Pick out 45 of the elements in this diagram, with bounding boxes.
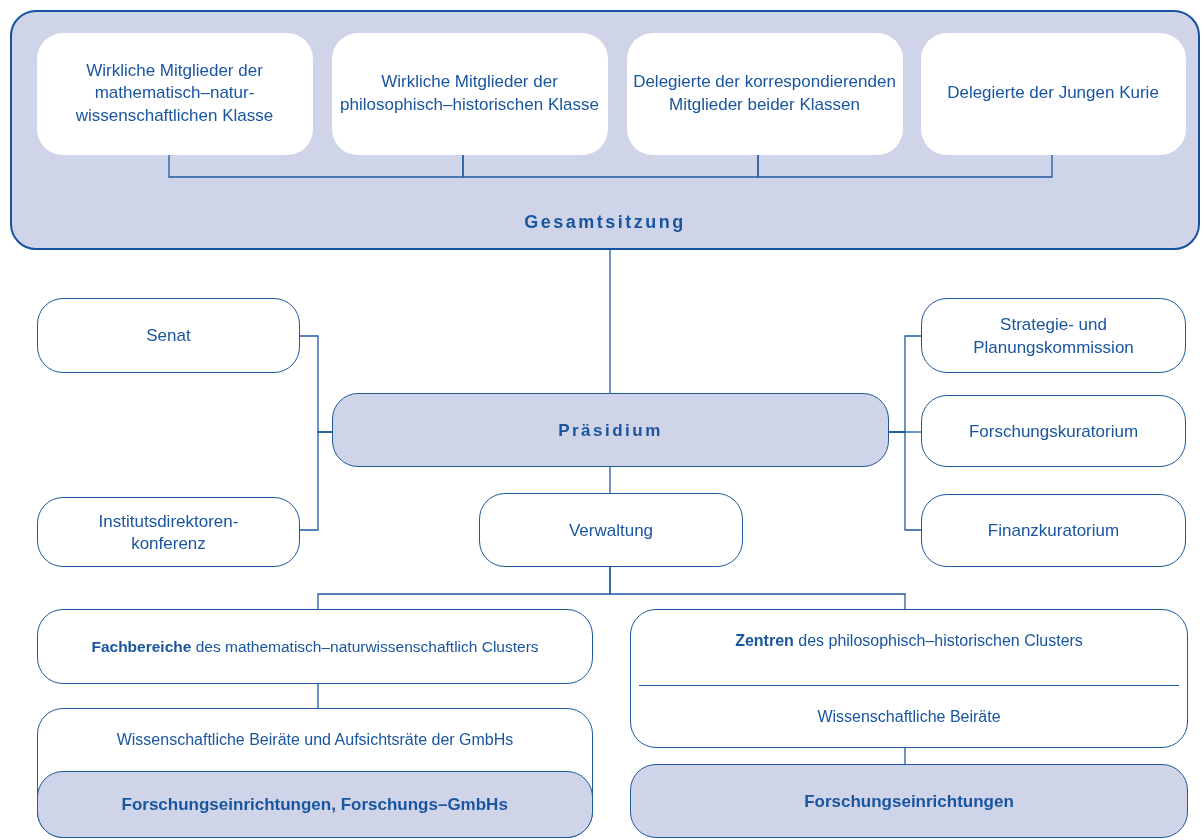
connector-line [757, 154, 1053, 178]
connector-line [609, 249, 611, 394]
node-label: Finanzkuratorium [986, 520, 1121, 543]
node-label: Delegierte der korrespondierenden Mitglieder beider Klassen [632, 71, 897, 116]
org-box [37, 609, 593, 684]
node-label: Wirkliche Mitglieder der philosophisch–historischen Klasse [339, 71, 600, 116]
group-panel [10, 10, 1200, 250]
org-box [37, 708, 593, 838]
org-box [630, 764, 1188, 838]
connector-line [299, 431, 333, 531]
connector-line [462, 154, 759, 178]
node-label: Institutsdirektoren- konferenz [97, 510, 240, 555]
node-label: Strategie- und Planungskommission [972, 314, 1135, 359]
node-label: Präsidium [557, 419, 664, 442]
node-label: Delegierte der Jungen Kurie [946, 82, 1160, 105]
group-panel [331, 32, 608, 155]
group-panel [626, 32, 903, 155]
node-label: Verwaltung [567, 519, 655, 542]
node-label: Wissenschaftliche Beiräte [816, 706, 1002, 727]
org-box [921, 298, 1186, 373]
node-label: Senat [145, 325, 192, 348]
connector-line [609, 566, 906, 610]
connector-line [317, 683, 319, 709]
org-box [479, 493, 743, 567]
node-label: Gesamtsitzung [523, 211, 687, 235]
org-box [630, 609, 1188, 748]
org-box [36, 770, 593, 838]
node-label: Forschungskuratorium [967, 420, 1140, 443]
org-box [921, 494, 1186, 567]
org-box [921, 395, 1186, 467]
node-label: Wissenschaftliche Beiräte und Aufsichtsräte der GmbHs [115, 729, 515, 750]
connector-line [888, 431, 922, 531]
org-box [332, 393, 889, 467]
org-box [37, 497, 300, 567]
node-label: Zentren des philosophisch–historischen Clusters [734, 630, 1084, 651]
node-label: Wirkliche Mitglieder der mathematisch–natur- wissenschaftlichen Klasse [74, 60, 275, 127]
node-label: Forschungseinrichtungen [803, 790, 1015, 813]
node-label: Forschungseinrichtungen, Forschungs–GmbHs [120, 794, 509, 817]
org-box [37, 298, 300, 373]
connector-line [609, 466, 611, 494]
group-panel [920, 32, 1186, 155]
group-panel [36, 32, 313, 155]
node-label: Fachbereiche des mathematisch–naturwissenschaftlich Clusters [90, 637, 540, 658]
connector-line [168, 154, 464, 178]
connector-line [904, 747, 906, 765]
